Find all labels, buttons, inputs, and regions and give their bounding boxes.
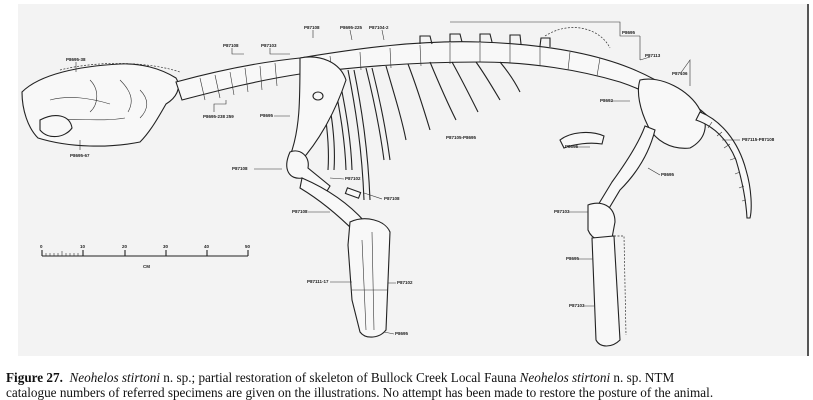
- label-manus: P8695: [395, 331, 409, 336]
- label-scapula: P8695: [260, 113, 274, 118]
- skull: [21, 63, 181, 147]
- label-knee: P87103: [554, 209, 570, 214]
- label-ilium: P8692: [600, 98, 614, 103]
- vertebral-column: [175, 27, 711, 127]
- label-pubis: P8695: [565, 144, 579, 149]
- scale-bar: 0 10 20 30 40 50 CM: [40, 244, 251, 269]
- figure-number: Figure 27.: [6, 370, 63, 385]
- label-tail: P87115-P87108: [742, 137, 775, 142]
- species-name: Neohelos stirtoni: [519, 370, 611, 385]
- label-tibia: P87103: [569, 303, 585, 308]
- label-femur: P8695: [661, 172, 675, 177]
- caption-text: n. sp.; partial restoration of skeleton …: [159, 370, 520, 385]
- label-pelvis-dorsal: P87106: [672, 71, 688, 76]
- scale-tick-50: 50: [245, 244, 251, 249]
- hindlimb: [559, 78, 706, 347]
- label-fibula: P8695: [566, 256, 580, 261]
- skeleton-illustration: P8695-38 P8695-67 P87108 P87103 P8695-23…: [21, 21, 775, 347]
- scale-tick-30: 30: [163, 244, 169, 249]
- label-thoracic-c: P87104-2: [369, 25, 389, 30]
- label-radius: P87102: [397, 280, 413, 285]
- figure-caption: Figure 27. Neohelos stirtoni n. sp.; par…: [6, 370, 811, 400]
- label-ulna: P87111-17: [307, 279, 329, 284]
- label-skull-upper: P8695-38: [66, 57, 86, 62]
- label-fragment: P87108: [384, 196, 400, 201]
- label-thoracic-b: P8695-225: [340, 25, 363, 30]
- scale-unit: CM: [143, 264, 150, 269]
- scale-tick-40: 40: [204, 244, 210, 249]
- ribs: [317, 61, 521, 201]
- skeleton-figure: P8695-38 P8695-67 P87108 P87103 P8695-23…: [18, 4, 809, 356]
- label-lumbar: P8695: [622, 30, 636, 35]
- tail: [695, 111, 752, 219]
- label-ribs: P87105-P8695: [446, 135, 477, 140]
- label-cervical-a: P87108: [223, 43, 239, 48]
- label-cervical-b: P87103: [261, 43, 277, 48]
- label-humerus: P87108: [232, 166, 248, 171]
- scale-tick-20: 20: [122, 244, 128, 249]
- forelimb: [286, 56, 391, 338]
- caption-text: n. sp. NTM: [610, 370, 675, 385]
- label-thoracic-a: P87108: [304, 25, 320, 30]
- label-sacral: P87113: [645, 53, 661, 58]
- leader-lines: [75, 21, 740, 335]
- scale-tick-10: 10: [80, 244, 86, 249]
- caption-text-line-2: catalogue numbers of referred specimens …: [6, 385, 714, 400]
- species-name: Neohelos stirtoni: [69, 370, 160, 385]
- label-elbow: P87108: [292, 209, 308, 214]
- label-humerus-distal: P87102: [345, 176, 361, 181]
- label-cervical-ventral: P8695-238 259: [203, 114, 234, 119]
- specimen-labels: P8695-38 P8695-67 P87108 P87103 P8695-23…: [66, 25, 775, 336]
- scale-tick-0: 0: [40, 244, 43, 249]
- label-skull-lower: P8695-67: [70, 153, 90, 158]
